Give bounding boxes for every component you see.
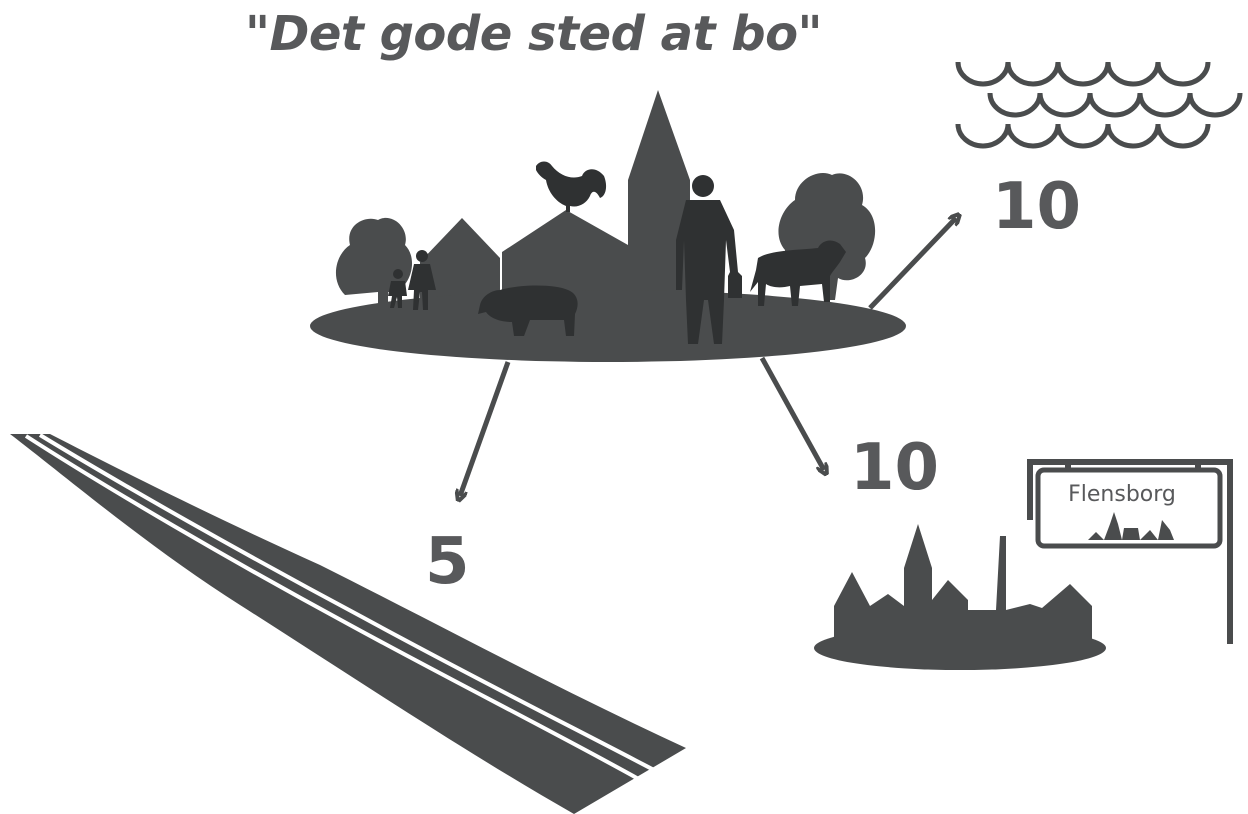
town-sign-icon [1027, 459, 1233, 644]
arrow-to-city [759, 356, 824, 470]
church-icon [502, 90, 690, 310]
city-distance: 10 [850, 431, 940, 505]
pig-icon [478, 285, 578, 336]
waves-icon [955, 61, 1243, 149]
road-distance: 5 [425, 525, 470, 599]
arrow-to-sea [868, 218, 956, 310]
village-ground [310, 290, 906, 362]
rooster-icon [536, 161, 607, 212]
town-skyline-icon [814, 524, 1106, 670]
arrow-to-road [460, 361, 511, 496]
road-icon [10, 433, 686, 814]
man-icon [676, 175, 742, 344]
house-icon [420, 218, 500, 300]
diagram-title: "Det gode sted at bo" [245, 6, 823, 62]
sign-town-name: Flensborg [1068, 482, 1176, 507]
sea-distance: 10 [992, 170, 1082, 244]
village-icon [310, 90, 906, 362]
woman-child-icon [388, 250, 436, 310]
sign-skyline-icon [1088, 512, 1174, 540]
cow-icon [750, 240, 846, 306]
